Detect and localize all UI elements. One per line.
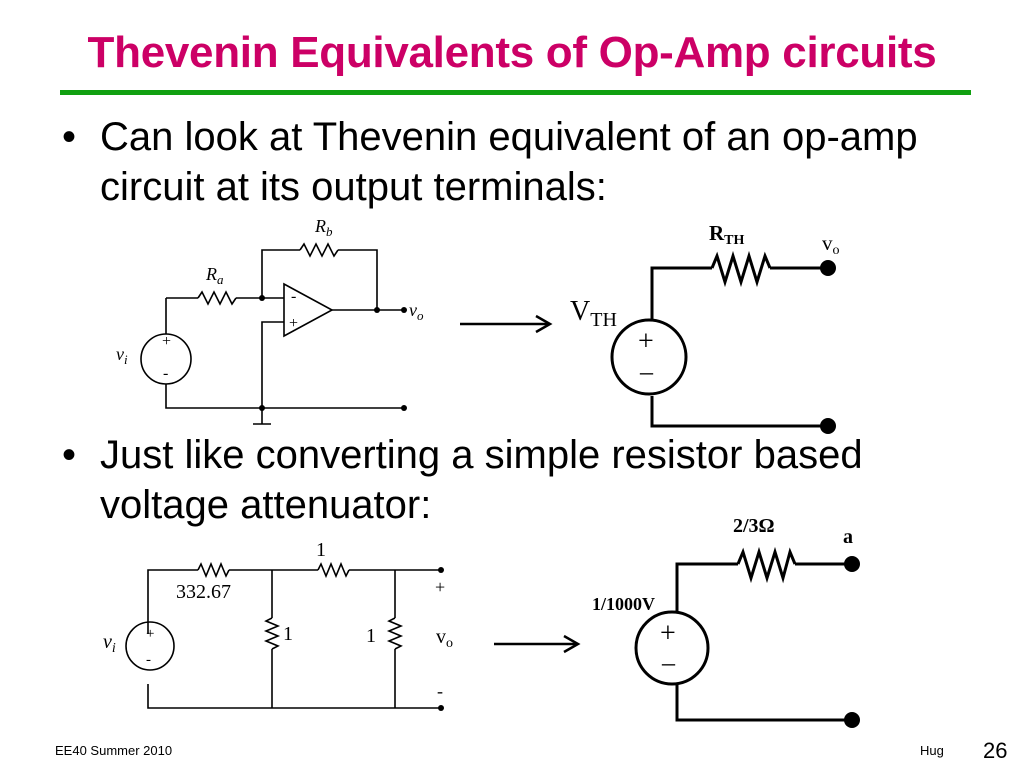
resistor-shunt-1 xyxy=(263,617,281,650)
label-r-shunt-2: 1 xyxy=(366,625,376,647)
bullet-2: • Just like converting a simple resistor… xyxy=(62,430,962,530)
source2-minus: - xyxy=(146,652,151,668)
label-vth: VTH xyxy=(570,296,617,331)
resistor-series-1 xyxy=(317,561,350,579)
opamp-minus: - xyxy=(291,288,296,305)
vth-plus: + xyxy=(638,326,654,357)
attenuator-circuit xyxy=(125,561,441,709)
label-vo-2: vo xyxy=(436,626,453,651)
label-r-332: 332.67 xyxy=(176,581,231,603)
label-rb: Rb xyxy=(314,216,333,239)
voltage-source-vi-2 xyxy=(125,621,175,671)
bullet-dot: • xyxy=(62,115,77,159)
label-terminal-a: a xyxy=(843,526,853,548)
thevenin-equivalent-2 xyxy=(634,546,852,722)
opamp-circuit xyxy=(140,242,404,425)
source2-th-minus: – xyxy=(661,648,676,677)
source2-plus: + xyxy=(146,626,154,642)
source-minus: - xyxy=(163,365,168,382)
label-vi: vi xyxy=(116,344,128,367)
voltage-source-vi xyxy=(140,333,192,385)
label-vo: vo xyxy=(409,300,424,323)
resistor-two-thirds xyxy=(736,546,797,584)
footer-course: EE40 Summer 2010 xyxy=(55,743,173,758)
out-plus: + xyxy=(435,577,445,597)
title-underline xyxy=(60,90,971,95)
opamp-plus: + xyxy=(289,315,298,332)
bullet-1: • Can look at Thevenin equivalent of an … xyxy=(62,112,962,212)
arrow-1 xyxy=(460,314,553,334)
label-r-shunt-1: 1 xyxy=(283,623,293,645)
label-vi-2: vi xyxy=(103,631,116,656)
label-r-series-top: 1 xyxy=(316,539,326,561)
slide-title: Thevenin Equivalents of Op-Amp circuits xyxy=(87,28,937,77)
bullet-dot: • xyxy=(62,433,77,477)
source-plus: + xyxy=(162,333,171,350)
thevenin-equivalent-1 xyxy=(610,250,828,428)
vth-minus: – xyxy=(639,357,654,386)
opamp-triangle xyxy=(283,282,334,338)
out-minus: - xyxy=(437,681,443,701)
bullet-1-text: Can look at Thevenin equivalent of an op… xyxy=(100,115,918,209)
label-vo-thevenin: vo xyxy=(822,231,840,258)
resistor-rb xyxy=(299,242,339,258)
arrow-2 xyxy=(494,634,581,654)
source2-th-plus: + xyxy=(660,618,676,649)
label-one-thousandth-volt: 1/1000V xyxy=(592,594,655,614)
bullet-2-text: Just like converting a simple resistor b… xyxy=(100,433,863,527)
resistor-332 xyxy=(197,561,230,579)
resistor-shunt-2 xyxy=(386,617,404,650)
voltage-source-2 xyxy=(634,610,710,686)
page-number: 26 xyxy=(983,738,1008,763)
label-rth: RTH xyxy=(709,221,745,248)
resistor-rth xyxy=(710,250,772,288)
footer-author: Hug xyxy=(920,743,944,758)
resistor-ra xyxy=(197,290,237,306)
label-two-thirds-ohm: 2/3Ω xyxy=(733,515,775,537)
label-ra: Ra xyxy=(205,264,224,287)
voltage-source-vth xyxy=(610,318,688,396)
